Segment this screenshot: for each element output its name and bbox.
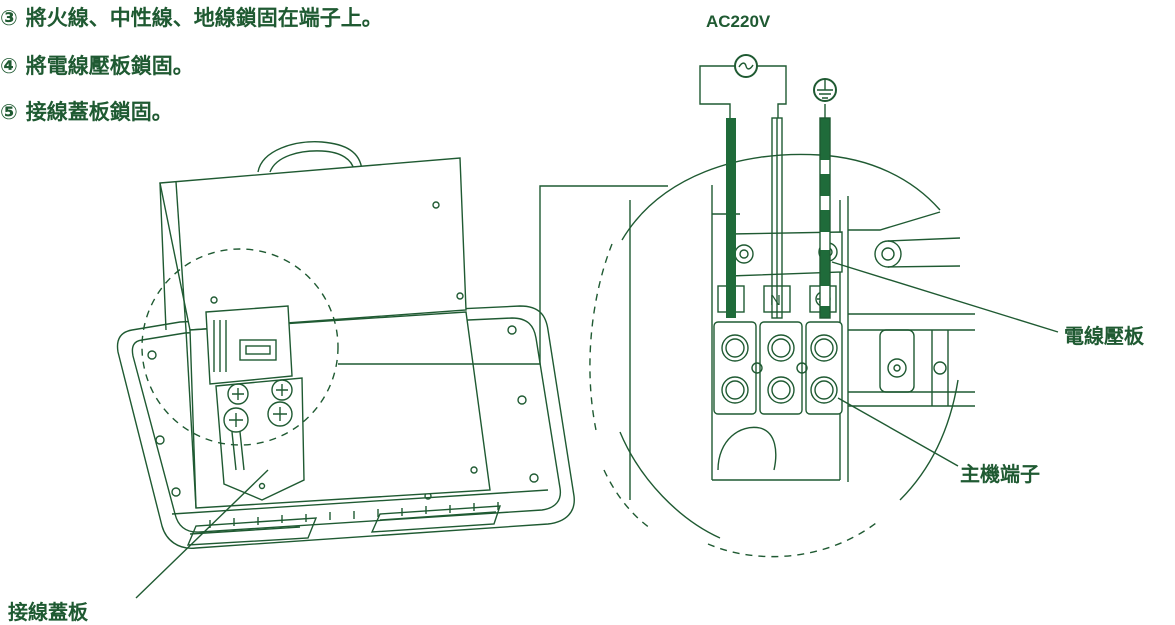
step-4-number: ④: [0, 54, 18, 78]
label-terminal-block: 主機端子: [960, 462, 1040, 486]
leader-wire-clamp: [831, 261, 1059, 333]
step-5-text: 接線蓋板鎖固。: [25, 100, 173, 124]
ground-icon: [813, 78, 837, 102]
power-label: AC220V: [706, 12, 771, 31]
step-5: ⑤ 接線蓋板鎖固。: [0, 100, 173, 124]
step-3: ③ 將火線、中性線、地線鎖固在端子上。: [0, 6, 383, 30]
step-4-text: 將電線壓板鎖固。: [25, 54, 194, 78]
ac-source-icon: [734, 54, 758, 78]
magnified-view: L N: [589, 153, 975, 558]
terminal-block: [713, 321, 843, 415]
leader-cover-plate: [135, 469, 269, 599]
step-3-text: 將火線、中性線、地線鎖固在端子上。: [25, 6, 383, 30]
detail-circle-small: [141, 248, 339, 446]
leader-terminal-block: [837, 397, 959, 467]
device-unit: [116, 141, 575, 549]
vent-marks: [209, 502, 499, 528]
step-3-number: ③: [0, 6, 18, 30]
step-5-number: ⑤: [0, 100, 18, 124]
label-wire-clamp: 電線壓板: [1064, 324, 1144, 348]
zoom-leader-line: [338, 185, 668, 365]
terminal-letter-n: N: [770, 292, 781, 309]
step-4: ④ 將電線壓板鎖固。: [0, 54, 194, 78]
power-wires: [699, 65, 831, 319]
label-cover-plate: 接線蓋板: [8, 600, 88, 624]
